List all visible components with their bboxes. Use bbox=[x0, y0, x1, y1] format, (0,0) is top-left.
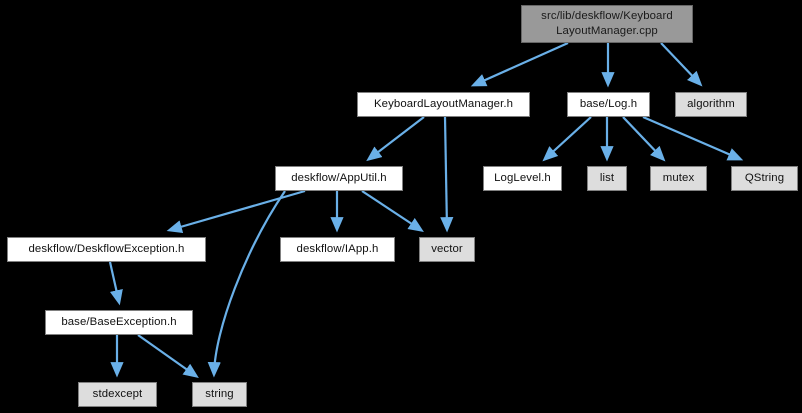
graph-edge-root-to-algorithm bbox=[660, 42, 703, 87]
graph-edge-log_h-to-loglevel_h bbox=[542, 116, 592, 162]
graph-edge-klm_h-to-vector bbox=[440, 116, 454, 233]
graph-edge-root-to-klm_h bbox=[470, 41, 569, 87]
graph-node-string[interactable]: string bbox=[192, 382, 247, 407]
graph-node-apputil_h[interactable]: deskflow/AppUtil.h bbox=[275, 166, 403, 191]
graph-edge-apputil_h-to-string bbox=[207, 190, 286, 378]
graph-node-root[interactable]: src/lib/deskflow/Keyboard LayoutManager.… bbox=[521, 5, 693, 43]
graph-node-label: stdexcept bbox=[92, 387, 143, 400]
graph-node-label: deskflow/DeskflowException.h bbox=[28, 242, 185, 255]
graph-edge-apputil_h-to-deskflowexception_h bbox=[166, 189, 306, 234]
graph-node-stdexcept[interactable]: stdexcept bbox=[78, 382, 157, 407]
graph-node-baseexception_h[interactable]: base/BaseException.h bbox=[45, 310, 193, 335]
graph-node-klm_h[interactable]: KeyboardLayoutManager.h bbox=[357, 92, 530, 117]
graph-node-log_h[interactable]: base/Log.h bbox=[567, 92, 650, 117]
graph-node-label: string bbox=[205, 387, 234, 400]
graph-edge-baseexception_h-to-string bbox=[137, 334, 199, 379]
graph-edge-log_h-to-mutex bbox=[622, 116, 666, 162]
graph-node-label: deskflow/IApp.h bbox=[296, 242, 379, 255]
graph-node-deskflowexception_h[interactable]: deskflow/DeskflowException.h bbox=[7, 237, 206, 262]
graph-node-loglevel_h[interactable]: LogLevel.h bbox=[483, 166, 562, 191]
graph-node-list[interactable]: list bbox=[587, 166, 627, 191]
graph-node-iapp_h[interactable]: deskflow/IApp.h bbox=[280, 237, 395, 262]
graph-node-label: mutex bbox=[662, 171, 695, 184]
graph-edge-deskflowexception_h-to-baseexception_h bbox=[108, 261, 123, 306]
graph-node-label: KeyboardLayoutManager.h bbox=[373, 97, 514, 110]
graph-edge-log_h-to-qstring bbox=[642, 115, 744, 161]
graph-node-label: src/lib/deskflow/Keyboard LayoutManager.… bbox=[541, 9, 673, 37]
graph-edge-apputil_h-to-vector bbox=[361, 190, 424, 232]
graph-node-label: deskflow/AppUtil.h bbox=[291, 171, 387, 184]
graph-node-label: vector bbox=[431, 242, 463, 255]
graph-node-algorithm[interactable]: algorithm bbox=[675, 92, 747, 117]
graph-node-label: base/Log.h bbox=[579, 97, 638, 110]
graph-node-label: list bbox=[599, 171, 615, 184]
graph-node-label: LogLevel.h bbox=[494, 171, 551, 184]
graph-node-qstring[interactable]: QString bbox=[731, 166, 798, 191]
graph-node-vector[interactable]: vector bbox=[419, 237, 475, 262]
graph-edge-klm_h-to-apputil_h bbox=[366, 116, 425, 162]
graph-node-label: base/BaseException.h bbox=[61, 315, 177, 328]
graph-node-label: algorithm bbox=[687, 97, 735, 110]
graph-node-label: QString bbox=[744, 171, 785, 184]
graph-node-mutex[interactable]: mutex bbox=[650, 166, 707, 191]
